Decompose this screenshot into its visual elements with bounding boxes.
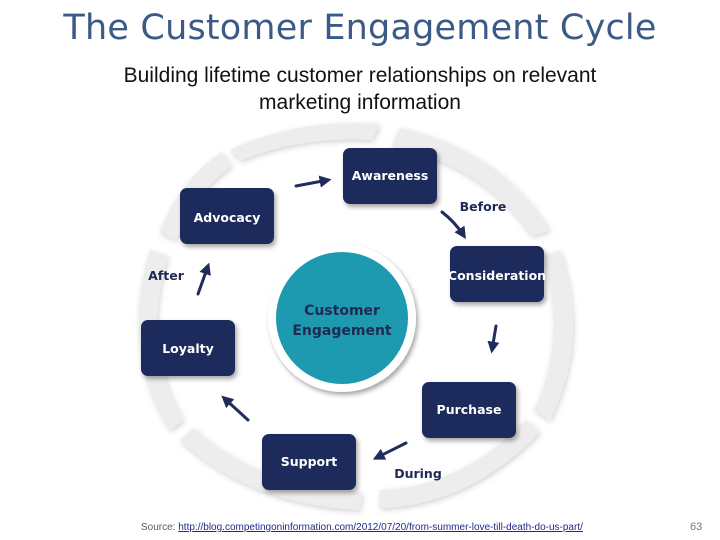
stage-support-label: Support [281,454,338,469]
stage-advocacy-label: Advocacy [194,210,261,225]
arrow-support-to-loyalty [221,395,250,422]
stage-consideration-label: Consideration [448,268,546,283]
arrow-consideration-to-purchase [487,324,500,354]
center-label-line2: Engagement [292,323,392,339]
arrow-advocacy-to-awareness [294,175,332,188]
phase-after-label: After [148,268,185,283]
source-link[interactable]: http://blog.competingoninformation.com/2… [178,522,583,533]
stage-awareness-label: Awareness [352,168,429,183]
arrow-purchase-to-support [372,441,408,460]
stage-consideration: Consideration [448,246,546,302]
center-hub: Customer Engagement [268,244,416,392]
stage-loyalty-label: Loyalty [162,341,214,356]
stage-support: Support [262,434,356,490]
stage-loyalty: Loyalty [141,320,235,376]
phase-during-label: During [394,466,442,481]
center-label-line1: Customer [304,303,380,319]
source-prefix: Source: [141,522,179,533]
phase-before-label: Before [460,199,507,214]
arrow-loyalty-to-advocacy [196,262,211,296]
arrow-awareness-to-consideration [440,210,466,240]
slide-title: The Customer Engagement Cycle [63,8,657,48]
stage-purchase: Purchase [422,382,516,438]
page-number: 63 [690,521,703,533]
slide-subtitle: Building lifetime customer relationships… [123,64,597,114]
stage-advocacy: Advocacy [180,188,274,244]
flow-arrows [196,175,500,460]
stage-awareness: Awareness [343,148,437,204]
stage-purchase-label: Purchase [437,402,502,417]
source-citation: Source: http://blog.competingoninformati… [141,522,583,533]
